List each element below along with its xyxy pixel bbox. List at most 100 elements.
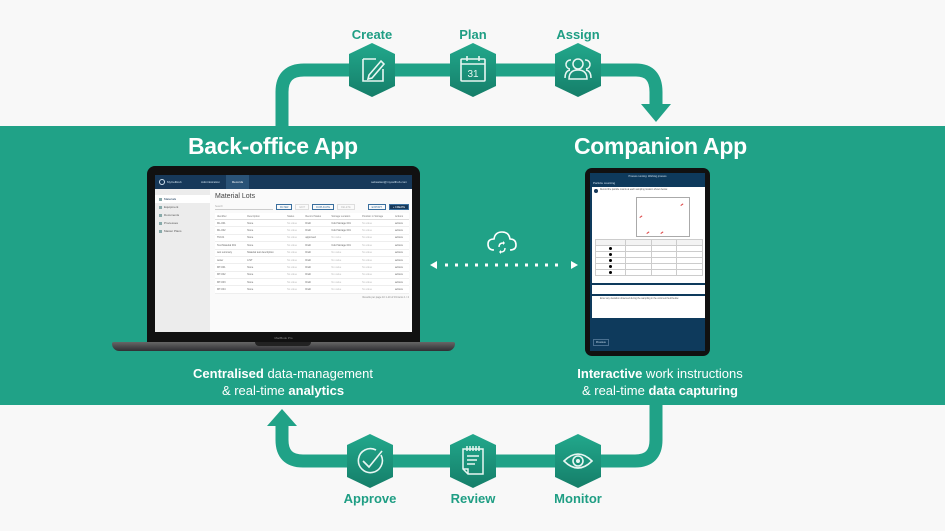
sidebar-item-processes[interactable]: Processes bbox=[155, 219, 210, 227]
table-cell: test summary bbox=[215, 249, 246, 257]
sync-dot bbox=[505, 263, 508, 267]
table-cell: Cold Storage 001 bbox=[329, 241, 361, 250]
laptop-device: MyCellHub Administration Records sebasti… bbox=[112, 166, 455, 356]
table-cell: tester bbox=[215, 256, 246, 265]
companion-subheader: Particle counting bbox=[593, 181, 616, 185]
table-cell: No value bbox=[329, 256, 361, 265]
sync-dot bbox=[545, 263, 548, 267]
instruction-card: Record the particle counts at each sampl… bbox=[592, 187, 705, 283]
table-cell: actions bbox=[392, 234, 409, 243]
table-cell: TM-01 bbox=[215, 234, 246, 243]
duplicate-button[interactable]: DUPLICATE bbox=[312, 204, 334, 210]
table-cell: actions bbox=[392, 241, 409, 250]
table-cell: None bbox=[245, 241, 286, 250]
table-cell: No value bbox=[285, 241, 304, 250]
table-cell: No value bbox=[360, 249, 393, 257]
sidebar-item-materials[interactable]: Materials bbox=[155, 195, 210, 203]
notepad-icon bbox=[462, 446, 484, 475]
table-cell: actions bbox=[392, 285, 409, 294]
table-cell: No value bbox=[329, 271, 361, 280]
tab-administration[interactable]: Administration bbox=[201, 180, 221, 184]
column-header[interactable]: Storage Location bbox=[329, 213, 361, 220]
table-cell: actions bbox=[392, 249, 409, 257]
table-cell: Draft bbox=[303, 249, 330, 257]
table-cell: LIST bbox=[245, 256, 286, 265]
mycellhub-logo: MyCellHub bbox=[155, 179, 195, 185]
review-step-hex bbox=[450, 434, 496, 488]
table-cell: No value bbox=[285, 271, 304, 280]
page-title: Material Lots bbox=[215, 193, 256, 200]
sync-dot bbox=[525, 263, 528, 267]
edit-button[interactable]: EDIT bbox=[295, 204, 310, 210]
user-menu[interactable]: sebastien@mycellhub.com bbox=[371, 180, 407, 184]
create-step-hex bbox=[349, 43, 395, 97]
table-cell: No value bbox=[285, 219, 304, 228]
step-label-review: Review bbox=[450, 491, 496, 506]
comment-field[interactable] bbox=[592, 285, 705, 294]
sync-dot bbox=[535, 263, 538, 267]
column-header[interactable]: Description bbox=[245, 213, 286, 220]
table-cell: Draft bbox=[303, 263, 330, 272]
table-cell: actions bbox=[392, 278, 409, 287]
device-label: MacBook Pro bbox=[274, 336, 293, 340]
tab-records[interactable]: Records bbox=[226, 175, 250, 189]
column-header[interactable]: Position in Storage bbox=[360, 213, 393, 220]
create-button[interactable]: + CREATE bbox=[388, 204, 409, 210]
table-cell: Draft bbox=[303, 271, 330, 280]
table-cell: actions bbox=[392, 226, 409, 235]
search-input[interactable]: Search bbox=[215, 205, 273, 210]
table-cell: No value bbox=[285, 234, 304, 243]
sidebar-item-equipment[interactable]: Equipment bbox=[155, 203, 210, 211]
column-header[interactable]: Record Status bbox=[303, 213, 330, 220]
table-cell: No value bbox=[360, 226, 393, 235]
sync-dot bbox=[555, 263, 558, 267]
table-cell: Draft bbox=[303, 278, 330, 287]
eye-icon bbox=[562, 453, 594, 469]
backoffice-caption: Centralised data-management & real-time … bbox=[193, 366, 373, 398]
previous-button[interactable]: Previous bbox=[593, 339, 609, 346]
tablet-device: Process running: Working process Particl… bbox=[585, 168, 710, 356]
table-cell: ML-002 bbox=[215, 226, 246, 235]
table-cell: Cold Storage 001 bbox=[329, 226, 361, 235]
table-cell: ML-001 bbox=[215, 219, 246, 228]
table-cell: No value bbox=[360, 241, 393, 250]
table-cell: Draft bbox=[303, 256, 330, 265]
table-cell: No value bbox=[285, 278, 304, 287]
sidebar-item-documents[interactable]: Documents bbox=[155, 211, 210, 219]
sync-dot bbox=[465, 263, 468, 267]
filter-button[interactable]: FILTER bbox=[276, 204, 293, 210]
table-cell: actions bbox=[392, 263, 409, 272]
table-toolbar: Search FILTER EDIT DUPLICATE DELETE EXPO… bbox=[215, 204, 409, 210]
table-cell: None bbox=[245, 226, 286, 235]
table-cell: No value bbox=[329, 263, 361, 272]
instruction-question: Record the particle counts at each sampl… bbox=[592, 187, 705, 193]
table-cell: Material test description bbox=[245, 249, 286, 257]
table-cell: Cold Storage 001 bbox=[329, 219, 361, 228]
table-cell: MT-004 bbox=[215, 285, 246, 294]
column-header[interactable]: Identifier bbox=[215, 213, 246, 220]
delete-button[interactable]: DELETE bbox=[337, 204, 355, 210]
backoffice-screen: MyCellHub Administration Records sebasti… bbox=[155, 175, 412, 332]
laptop-base bbox=[112, 342, 455, 351]
sidebar-item-master-plans[interactable]: Master Plans bbox=[155, 227, 210, 235]
monitor-step-hex bbox=[555, 434, 601, 488]
table-pagination[interactable]: Results per page 10 1-10 of 19 items 1 /… bbox=[362, 295, 409, 299]
column-header[interactable]: Actions bbox=[392, 213, 409, 220]
export-button[interactable]: EXPORT bbox=[367, 204, 386, 210]
backoffice-title: Back-office App bbox=[188, 133, 358, 159]
column-header[interactable]: Status bbox=[285, 213, 304, 220]
step-label-assign: Assign bbox=[556, 27, 600, 42]
table-cell: Draft bbox=[303, 219, 330, 228]
table-cell: No value bbox=[285, 285, 304, 294]
